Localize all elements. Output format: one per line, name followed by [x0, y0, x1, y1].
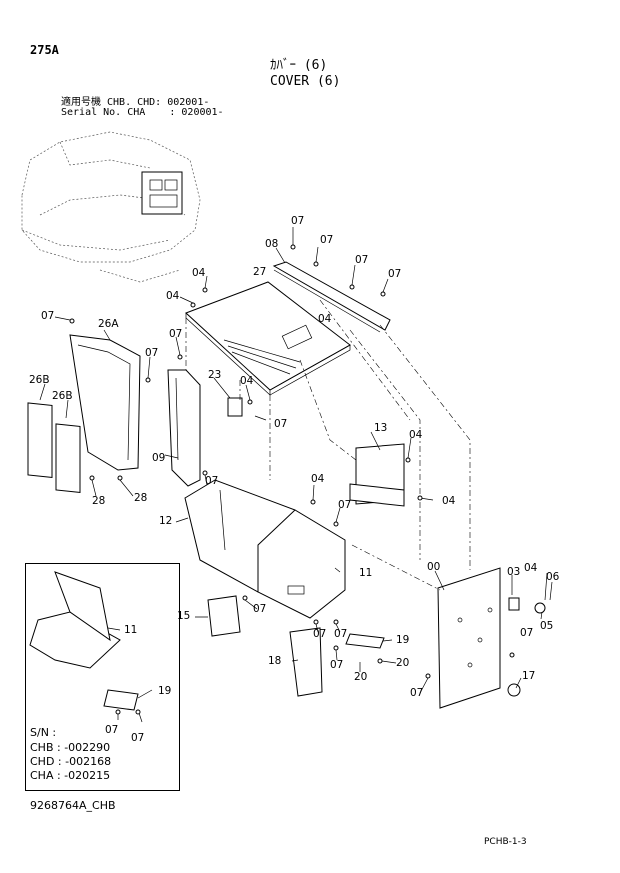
part-05-washer: [534, 602, 546, 614]
part-08-strip: [272, 261, 391, 333]
title-japanese: ｶﾊﾞｰ (6): [270, 58, 328, 73]
leader-lines: [39, 227, 553, 694]
callout-20: 20: [396, 657, 410, 669]
part-26b-pad-a: [27, 402, 53, 479]
callout-07: 07: [338, 499, 352, 511]
callout-07: 07: [334, 628, 348, 640]
callout-17: 17: [522, 670, 536, 682]
callout-07: 07: [291, 215, 305, 227]
page-code: 275A: [30, 43, 59, 57]
callout-04: 04: [409, 429, 423, 441]
drawing-number: 9268764A_CHB: [30, 799, 116, 812]
fasteners: [69, 244, 515, 679]
callout-00: 00: [427, 561, 441, 573]
callout-28: 28: [134, 492, 148, 504]
callout-07: 07: [355, 254, 369, 266]
callout-04: 04: [166, 290, 180, 302]
part-18-bracket: [289, 627, 323, 697]
callout-26a: 26A: [98, 318, 119, 330]
part-23-plate: [227, 397, 243, 417]
callout-04: 04: [311, 473, 325, 485]
callout-04: 04: [318, 313, 332, 325]
machine-outline: [21, 131, 201, 283]
part-17-grommet: [507, 683, 521, 697]
part-03-clip: [508, 597, 520, 611]
callout-13: 13: [374, 422, 388, 434]
callout-23: 23: [208, 369, 222, 381]
callout-06: 06: [546, 571, 560, 583]
callout-03: 03: [507, 566, 521, 578]
part-00-main-plate: [437, 567, 501, 709]
serial-range-cha: CHA : -020215: [30, 769, 111, 782]
callout-15: 15: [177, 610, 191, 622]
callout-07: 07: [253, 603, 267, 615]
callout-04: 04: [192, 267, 206, 279]
callout-26b: 26B: [29, 374, 50, 386]
part-26a-side-cover: [69, 334, 141, 471]
callout-07: 07: [274, 418, 288, 430]
part-26b-pad-b: [55, 423, 81, 493]
callout-28: 28: [92, 495, 106, 507]
part-13-plate: [349, 443, 405, 507]
inset-callout-19: 19: [158, 685, 172, 697]
inset-frame: [25, 563, 180, 791]
serial-range-chd: CHD : -002168: [30, 755, 112, 768]
callout-04: 04: [240, 375, 254, 387]
callout-07: 07: [41, 310, 55, 322]
callout-08: 08: [265, 238, 279, 250]
callout-09: 09: [152, 452, 166, 464]
title-english: COVER (6): [270, 74, 341, 89]
page-reference: PCHB-1-3: [484, 837, 527, 847]
inset-callout-07: 07: [131, 732, 145, 744]
serial-line-1: 適用号機 CHB. CHD: 002001-: [61, 97, 210, 108]
callout-20: 20: [354, 671, 368, 683]
callout-07: 07: [145, 347, 159, 359]
serial-line-2: Serial No. CHA : 020001-: [61, 107, 224, 118]
inset-drawing: [29, 571, 153, 723]
callout-04: 04: [524, 562, 538, 574]
callout-26b: 26B: [52, 390, 73, 402]
part-19-plate: [345, 633, 385, 649]
callout-27: 27: [253, 266, 267, 278]
part-12-11-lower-cover: [184, 479, 346, 619]
callout-18: 18: [268, 655, 282, 667]
inset-callout-11: 11: [124, 624, 138, 636]
callout-07: 07: [388, 268, 402, 280]
callout-07: 07: [320, 234, 334, 246]
serial-range-chb: CHB : -002290: [30, 741, 111, 754]
callout-07: 07: [520, 627, 534, 639]
part-09-bracket: [167, 369, 201, 487]
callout-05: 05: [540, 620, 554, 632]
callout-19: 19: [396, 634, 410, 646]
inset-callout-07: 07: [105, 724, 119, 736]
callout-11: 11: [359, 567, 373, 579]
part-15-bracket: [207, 595, 241, 637]
callout-07: 07: [330, 659, 344, 671]
callout-12: 12: [159, 515, 173, 527]
callout-07: 07: [169, 328, 183, 340]
callout-04: 04: [442, 495, 456, 507]
callout-07: 07: [205, 475, 219, 487]
part-27-top-cover: [185, 281, 351, 396]
callout-07: 07: [410, 687, 424, 699]
callout-07: 07: [313, 628, 327, 640]
guide-lines: [185, 299, 471, 591]
serial-number-label: S/N :: [30, 726, 57, 739]
